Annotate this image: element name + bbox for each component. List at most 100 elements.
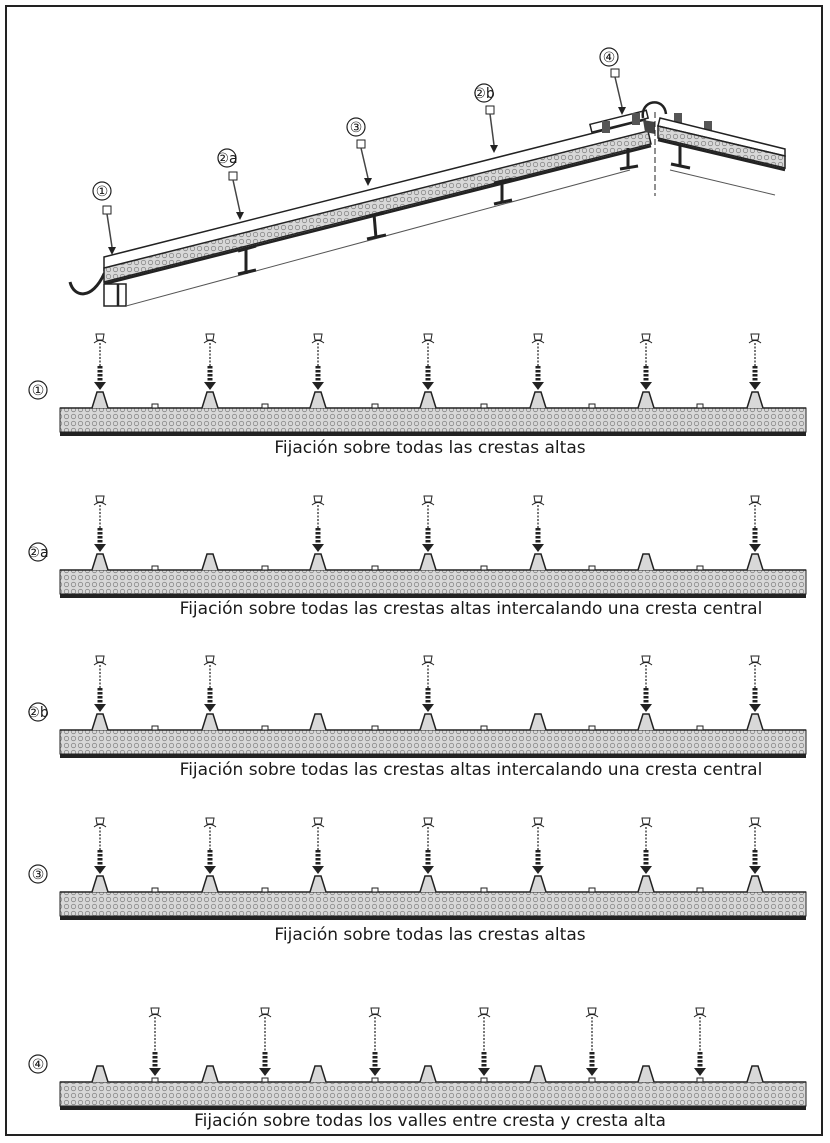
- roof-panel-core: [103, 130, 652, 283]
- row-label: ②b: [27, 702, 49, 722]
- overview-callout: ①: [92, 181, 112, 201]
- minor-rib: [261, 1077, 269, 1083]
- overview-screw: [102, 205, 116, 255]
- minor-rib: [151, 403, 159, 409]
- minor-rib: [371, 565, 379, 571]
- panel-core: [59, 1081, 807, 1107]
- fixing-row: ④ Fijación sobre todas los valles entre c…: [28, 1007, 807, 1131]
- panel-top-profile: [60, 875, 806, 893]
- minor-rib: [261, 403, 269, 409]
- fixing-screw: [585, 1007, 599, 1076]
- fixing-screw: [311, 333, 325, 390]
- purlin: [493, 177, 513, 206]
- minor-rib: [480, 403, 488, 409]
- panel-bottom-sheet: [60, 594, 806, 598]
- diagram-frame: [5, 5, 823, 1136]
- overview-callout: ③: [346, 117, 366, 137]
- row-label: ③: [28, 864, 48, 884]
- fixing-screw: [748, 495, 762, 552]
- fixing-screw: [693, 1007, 707, 1076]
- minor-rib: [480, 725, 488, 731]
- panel-top-profile: [60, 1065, 806, 1083]
- overview-callout: ④: [599, 47, 619, 67]
- panel-bottom-sheet: [60, 754, 806, 758]
- minor-rib: [588, 1077, 596, 1083]
- panel-core: [59, 729, 807, 755]
- purlin: [619, 148, 639, 171]
- row-label-text: ③: [32, 867, 45, 883]
- fixing-screw: [311, 495, 325, 552]
- fixing-screw: [748, 655, 762, 712]
- row-label-text: ①: [32, 383, 45, 399]
- panel-top-profile: [60, 713, 806, 731]
- fixing-screw: [258, 1007, 272, 1076]
- overview-callout-label: ③: [350, 120, 363, 136]
- minor-rib: [261, 565, 269, 571]
- fixing-screw: [93, 817, 107, 874]
- roof-overview: ① ②a ③ ②b ④: [68, 47, 786, 307]
- fixing-screw: [421, 495, 435, 552]
- fixing-screw: [639, 655, 653, 712]
- panel-bottom-sheet: [60, 1106, 806, 1110]
- minor-rib: [588, 725, 596, 731]
- minor-rib: [696, 887, 704, 893]
- fixing-screw: [531, 817, 545, 874]
- panel-core: [59, 569, 807, 595]
- ridge-cap: [589, 101, 712, 196]
- eave-beam: [103, 283, 127, 307]
- fixing-screw: [531, 333, 545, 390]
- row-label-text: ④: [32, 1057, 45, 1073]
- fixing-screw: [93, 655, 107, 712]
- purlin: [670, 146, 691, 170]
- fixing-screw: [93, 495, 107, 552]
- row-label-text: ②a: [27, 545, 48, 561]
- minor-rib: [588, 887, 596, 893]
- fixing-screw: [421, 817, 435, 874]
- minor-rib: [480, 1077, 488, 1083]
- panel-bottom-sheet: [60, 916, 806, 920]
- row-caption: Fijación sobre todas las crestas altas: [274, 925, 585, 945]
- fixing-screw: [748, 333, 762, 390]
- overview-callout-label: ①: [96, 184, 109, 200]
- minor-rib: [696, 565, 704, 571]
- fixing-screw: [748, 817, 762, 874]
- row-label: ②a: [27, 542, 49, 562]
- minor-rib: [480, 565, 488, 571]
- row-caption: Fijación sobre todas los valles entre cr…: [194, 1111, 666, 1131]
- minor-rib: [371, 887, 379, 893]
- fixing-screw: [93, 333, 107, 390]
- fixing-screw: [639, 333, 653, 390]
- purlin: [365, 211, 387, 241]
- minor-rib: [480, 887, 488, 893]
- overview-callout-label: ②b: [473, 86, 495, 102]
- overview-screw: [228, 171, 244, 220]
- panel-top-profile: [60, 553, 806, 571]
- fixing-screw: [421, 655, 435, 712]
- fixing-screw: [421, 333, 435, 390]
- fixing-screw: [531, 495, 545, 552]
- row-caption: Fijación sobre todas las crestas altas i…: [180, 599, 763, 619]
- fixing-screw: [639, 817, 653, 874]
- overview-screw: [356, 139, 372, 186]
- panel-bottom-sheet: [60, 432, 806, 436]
- overview-callout-label: ④: [603, 50, 616, 66]
- minor-rib: [151, 1077, 159, 1083]
- fixing-screw: [203, 333, 217, 390]
- fixing-screw: [477, 1007, 491, 1076]
- panel-core: [59, 407, 807, 433]
- panel-core: [59, 891, 807, 917]
- row-caption: Fijación sobre todas las crestas altas i…: [180, 760, 763, 780]
- row-label-text: ②b: [27, 705, 49, 721]
- minor-rib: [696, 1077, 704, 1083]
- overview-screw: [610, 68, 626, 115]
- overview-callout: ②b: [473, 83, 495, 103]
- minor-rib: [371, 725, 379, 731]
- roof-panel-right-core: [657, 125, 786, 169]
- overview-callout: ②a: [216, 148, 238, 168]
- row-label: ④: [28, 1054, 48, 1074]
